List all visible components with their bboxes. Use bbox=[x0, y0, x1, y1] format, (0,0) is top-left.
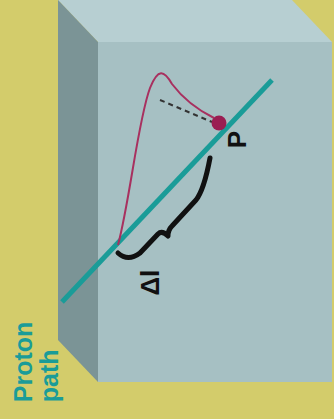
proton-path-line bbox=[62, 80, 272, 302]
length-bracket bbox=[118, 158, 210, 258]
cube-side-face bbox=[58, 0, 98, 382]
dashed-leader bbox=[160, 100, 212, 122]
dose-curve bbox=[118, 73, 214, 245]
axis-label: Proton path bbox=[10, 306, 63, 402]
point-label: P bbox=[224, 131, 251, 148]
dimension-label: Δl bbox=[137, 270, 164, 296]
cube-top-face bbox=[58, 0, 332, 42]
point-p bbox=[212, 116, 227, 131]
cube-front-face bbox=[98, 42, 332, 382]
